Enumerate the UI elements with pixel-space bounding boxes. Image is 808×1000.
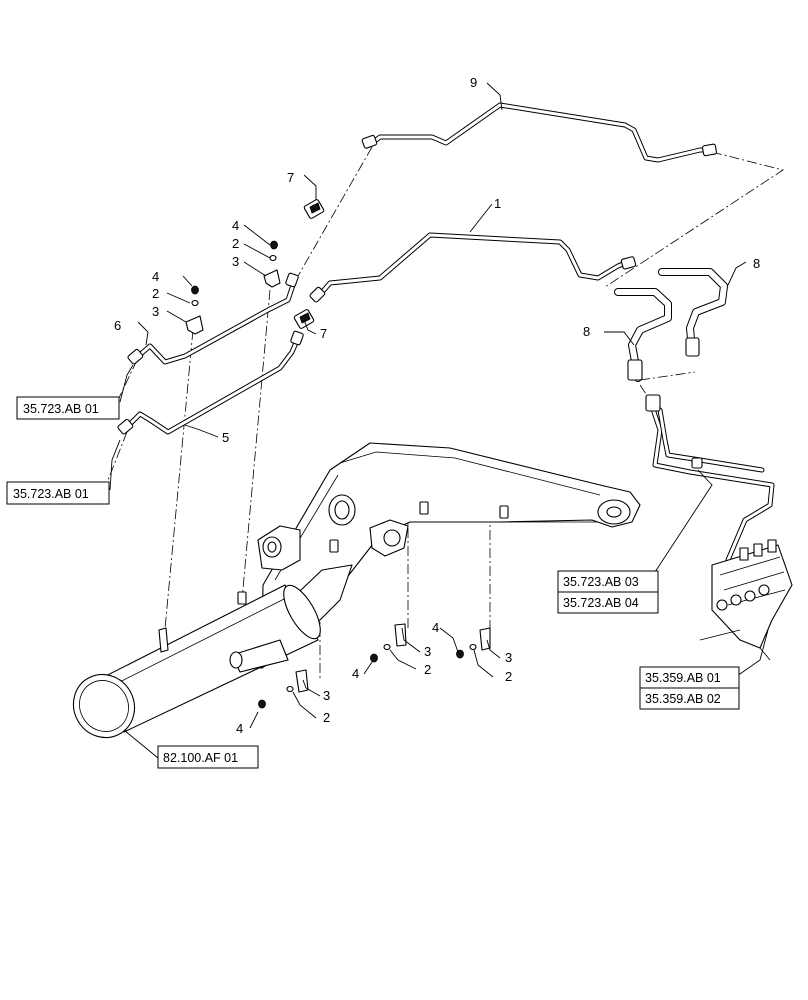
boom-arm xyxy=(231,442,641,669)
reference-label: 35.723.AB 04 xyxy=(563,596,639,610)
callout-9: 9 xyxy=(470,75,477,90)
callout-8-left: 8 xyxy=(583,324,590,339)
reference-label: 35.723.AB 03 xyxy=(563,575,639,589)
pipe-1 xyxy=(309,232,637,303)
callout-6: 6 xyxy=(114,318,121,333)
centerlines xyxy=(107,146,784,680)
callout-5: 5 xyxy=(222,430,229,445)
valve-lines xyxy=(645,394,775,563)
callout-4-low: 4 xyxy=(236,721,243,736)
reference-label: 82.100.AF 01 xyxy=(163,751,238,765)
callout-2-low: 2 xyxy=(323,710,330,725)
hardware-cylinder-left xyxy=(158,591,247,653)
control-valve xyxy=(699,539,793,661)
reference-35-723-ab-01-upper[interactable]: 35.723.AB 01 xyxy=(16,396,120,420)
reference-label: 35.359.AB 02 xyxy=(645,692,721,706)
callout-2-topmid: 2 xyxy=(232,236,239,251)
callout-3-topmid: 3 xyxy=(232,254,239,269)
hardware-boom-mid xyxy=(370,501,429,663)
callout-2-right: 2 xyxy=(505,669,512,684)
hardware-top-mid xyxy=(263,240,281,288)
pipe-9 xyxy=(361,102,717,163)
callout-numbers: 9 1 7 7 8 8 6 5 4 2 3 4 2 3 4 3 2 4 3 2 … xyxy=(114,75,760,736)
fitting-7-upper xyxy=(303,199,325,219)
hose-8-right xyxy=(658,268,728,357)
callout-2-mid: 2 xyxy=(424,662,431,677)
reference-label: 35.723.AB 01 xyxy=(13,487,89,501)
reference-35-723-ab-01-lower[interactable]: 35.723.AB 01 xyxy=(6,481,110,505)
callout-3-right: 3 xyxy=(505,650,512,665)
callout-2-topleft: 2 xyxy=(152,286,159,301)
fitting-7-lower xyxy=(293,309,315,329)
callout-3-topleft: 3 xyxy=(152,304,159,319)
callout-3-mid: 3 xyxy=(424,644,431,659)
callout-7-lower: 7 xyxy=(320,326,327,341)
callout-7-upper: 7 xyxy=(287,170,294,185)
hardware-top-left xyxy=(185,285,204,335)
pipe-5 xyxy=(117,330,304,435)
reference-label: 35.723.AB 01 xyxy=(23,402,99,416)
callout-1: 1 xyxy=(494,196,501,211)
reference-label: 35.359.AB 01 xyxy=(645,671,721,685)
hardware-boom-right xyxy=(456,505,509,659)
reference-82-100-af-01[interactable]: 82.100.AF 01 xyxy=(157,745,259,769)
callout-4-topmid: 4 xyxy=(232,218,239,233)
callout-3-low: 3 xyxy=(323,688,330,703)
callout-4-topleft: 4 xyxy=(152,269,159,284)
callout-4-mid: 4 xyxy=(352,666,359,681)
reference-35-723-ab-04[interactable]: 35.723.AB 04 xyxy=(557,591,659,614)
hydraulic-cylinder xyxy=(72,584,321,739)
callout-8-right: 8 xyxy=(753,256,760,271)
pipe-6 xyxy=(127,272,299,365)
callout-4-right: 4 xyxy=(432,620,439,635)
reference-35-723-ab-03[interactable]: 35.723.AB 03 xyxy=(557,570,659,593)
hose-8-left xyxy=(614,288,672,382)
reference-35-359-ab-01[interactable]: 35.359.AB 01 xyxy=(639,666,740,689)
leader-lines xyxy=(109,82,769,759)
reference-35-359-ab-02[interactable]: 35.359.AB 02 xyxy=(639,687,740,710)
